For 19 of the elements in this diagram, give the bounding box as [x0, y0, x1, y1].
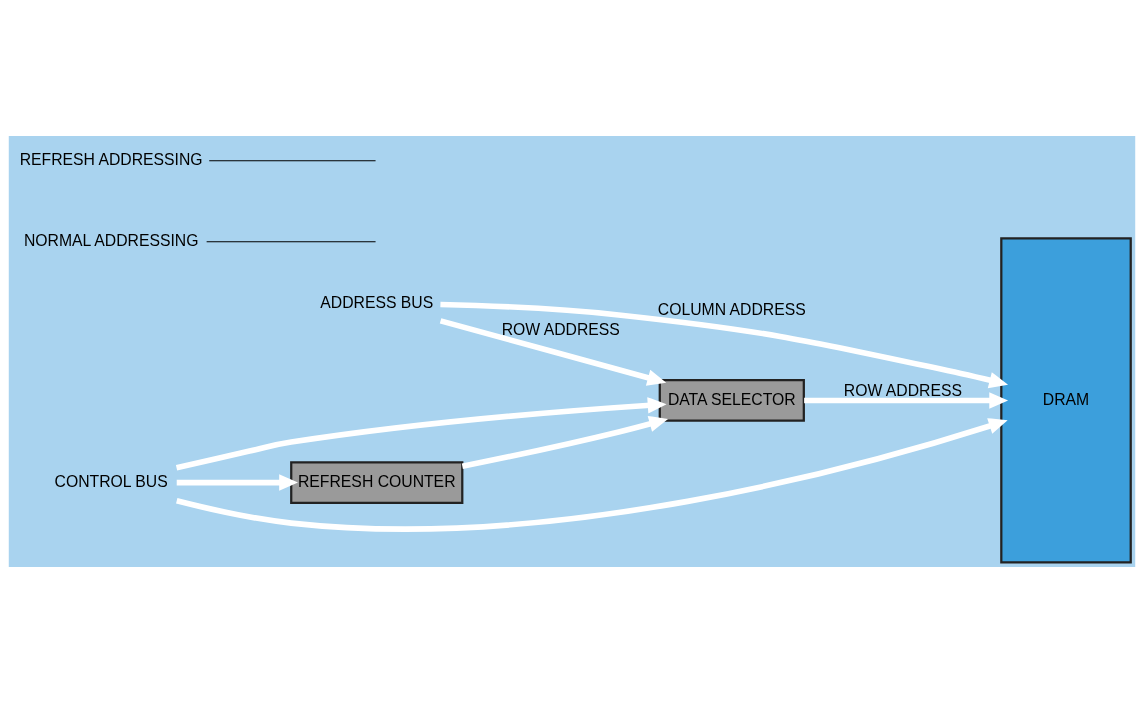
node-text: REFRESH ADDRESSING — [19, 150, 203, 168]
node-box: DRAM — [1000, 237, 1132, 564]
edge-label: COLUMN ADDRESS — [657, 301, 806, 319]
edge-label: ROW ADDRESS — [501, 321, 620, 339]
node-box: DATA SELECTOR — [658, 379, 805, 422]
arrow — [461, 415, 669, 470]
arrow — [804, 392, 1009, 409]
arrow — [176, 418, 1008, 532]
arrow — [440, 301, 1009, 389]
arrow — [439, 318, 667, 386]
arrow — [176, 474, 298, 491]
connector — [208, 160, 377, 162]
node-text: CONTROL BUS — [54, 472, 168, 490]
connector — [206, 241, 377, 243]
arrow — [175, 397, 667, 471]
edge-label: ROW ADDRESS — [843, 382, 962, 400]
node-text: NORMAL ADDRESSING — [23, 231, 199, 249]
node-box: REFRESH COUNTER — [290, 461, 464, 504]
node-text: ADDRESS BUS — [320, 293, 434, 311]
